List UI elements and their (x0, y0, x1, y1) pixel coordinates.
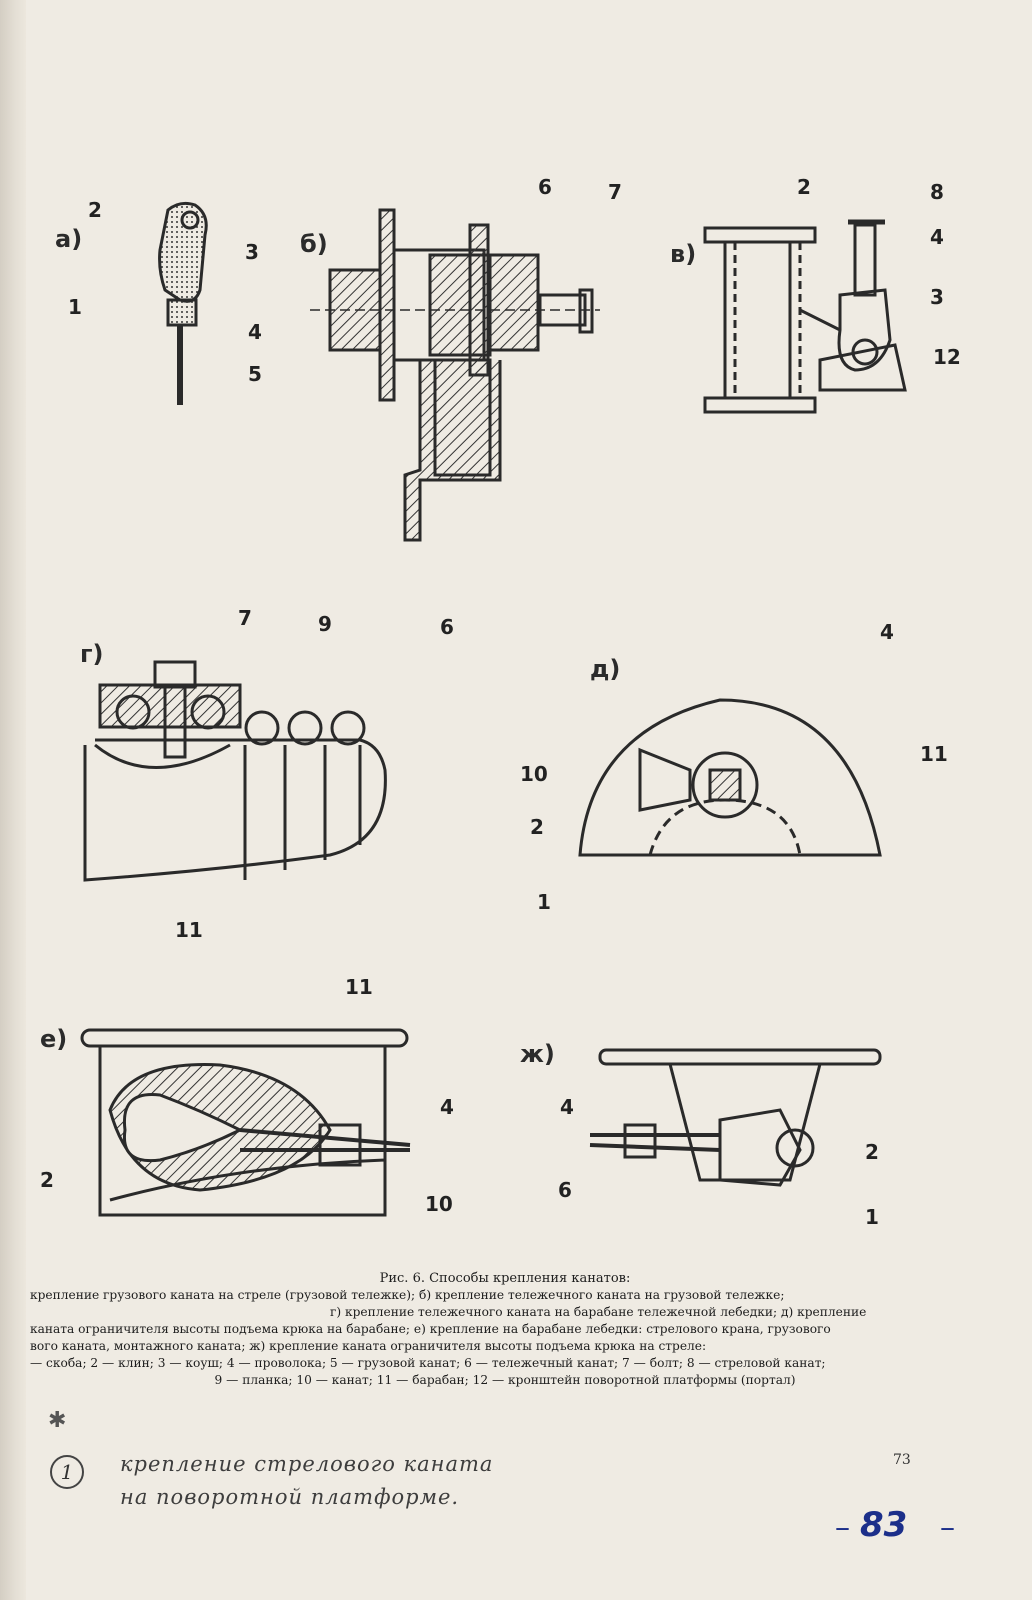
drawing-a (158, 201, 208, 405)
fig-label-zh: ж) (520, 1040, 555, 1068)
callout-zh-4: 4 (560, 1095, 574, 1119)
handwritten-note-line-1: крепление стрелового каната (120, 1452, 494, 1476)
callout-a-5: 5 (248, 362, 262, 386)
fig-label-d: д) (590, 655, 621, 683)
callout-zh-1: 1 (865, 1205, 879, 1229)
handwritten-dash-right: – (940, 1510, 956, 1545)
handwritten-dash-left: – (835, 1510, 851, 1545)
callout-a-3: 3 (245, 240, 259, 264)
handwritten-sheet-number: 83 (860, 1505, 908, 1545)
callout-d-2: 2 (530, 815, 544, 839)
callout-v-3: 3 (930, 285, 944, 309)
fig-label-v: в) (670, 240, 697, 268)
drawing-b (310, 208, 600, 542)
drawing-d (578, 698, 882, 857)
callout-g-6: 6 (440, 615, 454, 639)
callout-v-4: 4 (930, 225, 944, 249)
callout-d-11: 11 (920, 742, 948, 766)
caption-line: крепление грузового каната на стреле (гр… (30, 1288, 785, 1302)
callout-v-2: 2 (797, 175, 811, 199)
caption-line: 9 — планка; 10 — канат; 11 — барабан; 12… (214, 1373, 796, 1387)
callout-g-9: 9 (318, 612, 332, 636)
callout-v-12: 12 (933, 345, 961, 369)
caption-line: вого каната, монтажного каната; ж) крепл… (30, 1339, 707, 1353)
caption-title: Рис. 6. Способы крепления канатов: (379, 1271, 631, 1286)
caption-line: — скоба; 2 — клин; 3 — коуш; 4 — проволо… (30, 1356, 826, 1370)
callout-a-2: 2 (88, 198, 102, 222)
callout-b-6: 6 (538, 175, 552, 199)
callout-g-11: 11 (175, 918, 203, 942)
fig-label-a: а) (55, 225, 83, 253)
callout-e-2: 2 (40, 1168, 54, 1192)
callout-d-1: 1 (537, 890, 551, 914)
asterisk-mark: ✱ (48, 1408, 67, 1433)
caption-line: г) крепление тележечного каната на бараб… (330, 1305, 867, 1319)
drawing-zh (589, 1048, 882, 1187)
callout-a-4: 4 (248, 320, 262, 344)
callout-e-10: 10 (425, 1192, 453, 1216)
handwritten-note-line-2: на поворотной платформе. (120, 1485, 460, 1509)
callout-zh-6: 6 (558, 1178, 572, 1202)
callout-d-10: 10 (520, 762, 548, 786)
handwritten-circle-number: 1 (50, 1455, 84, 1489)
page-number: 73 (893, 1452, 911, 1468)
drawing-g (83, 660, 387, 882)
callout-g-7: 7 (238, 606, 252, 630)
callout-e-4: 4 (440, 1095, 454, 1119)
fig-label-g: г) (80, 640, 104, 668)
callout-v-8: 8 (930, 180, 944, 204)
callout-a-1: 1 (68, 295, 82, 319)
drawing-v (703, 219, 907, 414)
fig-label-b: б) (300, 230, 328, 258)
binding-edge (0, 0, 26, 1600)
fig-label-e: е) (40, 1025, 68, 1053)
callout-b-7: 7 (608, 180, 622, 204)
figure-caption: Рис. 6. Способы крепления канатов: крепл… (30, 1270, 980, 1389)
caption-line: каната ограничителя высоты подъема крюка… (30, 1322, 831, 1336)
callout-e-11: 11 (345, 975, 373, 999)
callout-zh-2: 2 (865, 1140, 879, 1164)
drawing-e (80, 1028, 411, 1217)
callout-d-4: 4 (880, 620, 894, 644)
